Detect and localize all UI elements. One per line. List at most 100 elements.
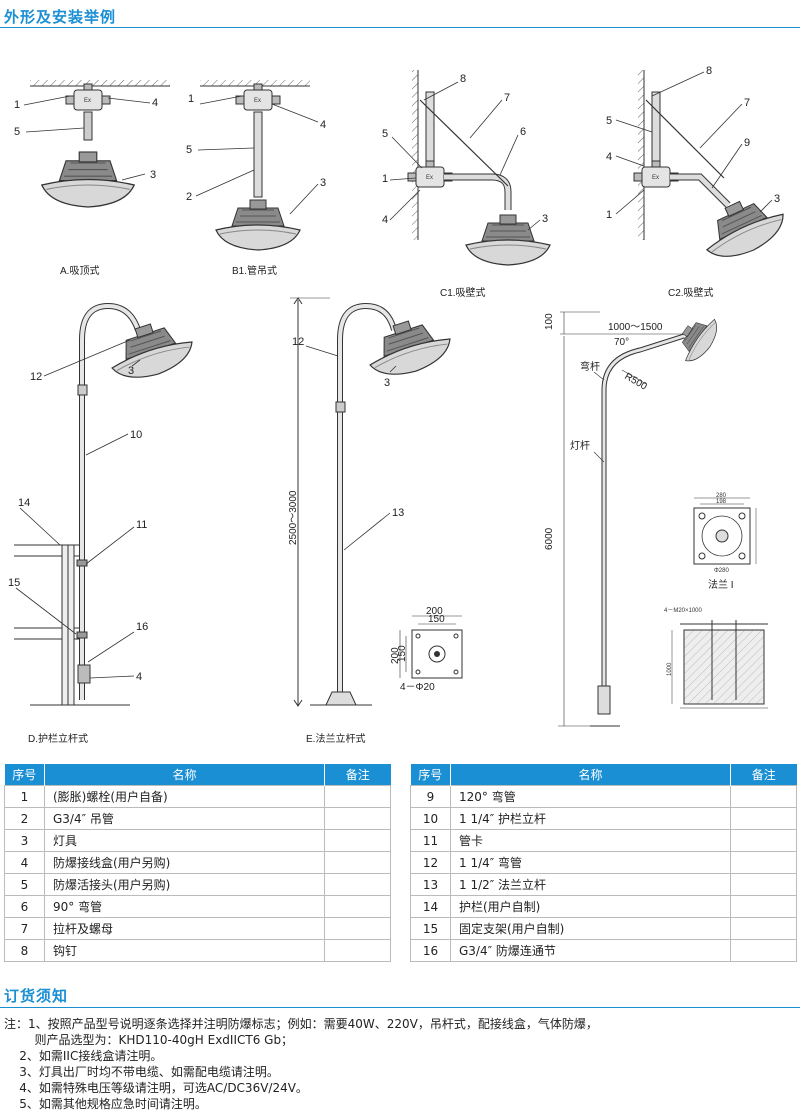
row-no: 16 bbox=[410, 939, 451, 962]
svg-text:7: 7 bbox=[744, 97, 750, 109]
ordering-notes: 注：1、按照产品型号说明逐条选择并注明防爆标志；例如：需要40W、220V，吊杆… bbox=[4, 1016, 598, 1112]
svg-text:4－Φ20: 4－Φ20 bbox=[400, 682, 435, 693]
row-no: 12 bbox=[410, 851, 451, 874]
svg-text:B1.管吊式: B1.管吊式 bbox=[232, 264, 277, 277]
row-remark bbox=[324, 939, 391, 962]
row-name: 固定支架(用户自制) bbox=[450, 917, 731, 940]
row-name: 护栏(用户自制) bbox=[450, 895, 731, 918]
note-line: 5、如需其他规格应急时间请注明。 bbox=[4, 1097, 207, 1111]
svg-text:1: 1 bbox=[382, 173, 388, 185]
svg-text:法兰 I: 法兰 I bbox=[708, 578, 734, 591]
row-remark bbox=[324, 829, 391, 852]
drawing-a-ceiling: 1 4 5 3 A.吸顶式 bbox=[14, 80, 170, 277]
row-remark bbox=[324, 895, 391, 918]
row-name: 120° 弯管 bbox=[450, 785, 731, 808]
svg-text:1000: 1000 bbox=[667, 662, 673, 676]
drawing-d-guardrail-pole: 12 3 10 14 11 15 16 4 D.护栏立杆式 bbox=[8, 302, 199, 745]
row-no: 4 bbox=[4, 851, 45, 874]
row-name: 灯具 bbox=[44, 829, 325, 852]
svg-text:14: 14 bbox=[18, 497, 30, 509]
svg-text:11: 11 bbox=[136, 519, 147, 531]
row-no: 8 bbox=[4, 939, 45, 962]
note-line: 3、灯具出厂时均不带电缆、如需配电缆请注明。 bbox=[4, 1065, 279, 1079]
svg-text:5: 5 bbox=[186, 144, 192, 156]
row-remark bbox=[730, 895, 797, 918]
row-name: G3/4″ 防爆连通节 bbox=[450, 939, 731, 962]
row-no: 9 bbox=[410, 785, 451, 808]
drawing-b1-pipe-pendant: 1 4 5 2 3 B1.管吊式 bbox=[186, 80, 326, 277]
svg-text:3: 3 bbox=[542, 213, 548, 225]
table-row: 1(膨胀)螺栓(用户自备) bbox=[4, 785, 391, 808]
row-name: 管卡 bbox=[450, 829, 731, 852]
row-name: 拉杆及螺母 bbox=[44, 917, 325, 940]
section-divider bbox=[0, 1007, 800, 1008]
header-remark: 备注 bbox=[730, 764, 797, 786]
row-no: 14 bbox=[410, 895, 451, 918]
row-remark bbox=[324, 873, 391, 896]
row-no: 15 bbox=[410, 917, 451, 940]
svg-text:15: 15 bbox=[8, 577, 20, 589]
note-line: 4、如需特殊电压等级请注明，可选AC/DC36V/24V。 bbox=[4, 1081, 308, 1095]
note-line: 2、如需IIC接线盒请注明。 bbox=[4, 1049, 163, 1063]
svg-text:13: 13 bbox=[392, 507, 404, 519]
svg-text:灯杆: 灯杆 bbox=[570, 440, 590, 452]
row-no: 5 bbox=[4, 873, 45, 896]
row-no: 2 bbox=[4, 807, 45, 830]
svg-text:3: 3 bbox=[774, 193, 780, 205]
svg-text:6: 6 bbox=[520, 126, 526, 138]
row-remark bbox=[730, 807, 797, 830]
row-remark bbox=[730, 851, 797, 874]
svg-text:2500～3000: 2500～3000 bbox=[288, 490, 299, 545]
row-no: 6 bbox=[4, 895, 45, 918]
drawing-c2-wall: 8 7 5 9 4 1 3 C2.吸壁式 bbox=[606, 65, 793, 299]
svg-text:280: 280 bbox=[716, 493, 727, 499]
row-name: 钩钉 bbox=[44, 939, 325, 962]
svg-text:70°: 70° bbox=[614, 337, 629, 348]
section-title-appearance: 外形及安装举例 bbox=[4, 8, 117, 26]
svg-text:4: 4 bbox=[606, 151, 612, 163]
svg-text:1: 1 bbox=[606, 209, 612, 221]
svg-text:5: 5 bbox=[14, 126, 20, 138]
row-no: 3 bbox=[4, 829, 45, 852]
row-name: 1 1/4″ 护栏立杆 bbox=[450, 807, 731, 830]
drawing-street-light: 100 6000 1000～1500 70° R500 弯杆 灯杆 280 19… bbox=[544, 308, 768, 727]
svg-text:D.护栏立杆式: D.护栏立杆式 bbox=[28, 732, 88, 745]
svg-text:3: 3 bbox=[128, 365, 134, 377]
row-remark bbox=[730, 873, 797, 896]
row-remark bbox=[324, 785, 391, 808]
svg-text:3: 3 bbox=[150, 169, 156, 181]
svg-text:12: 12 bbox=[292, 336, 304, 348]
svg-text:4: 4 bbox=[320, 119, 326, 131]
svg-text:12: 12 bbox=[30, 371, 42, 383]
row-remark bbox=[324, 851, 391, 874]
svg-text:3: 3 bbox=[384, 377, 390, 389]
installation-drawings: Ex 1 4 5 3 A.吸顶式 1 4 5 2 3 B1.管吊式 bbox=[8, 65, 793, 745]
svg-text:C1.吸壁式: C1.吸壁式 bbox=[440, 286, 486, 299]
row-remark bbox=[730, 785, 797, 808]
svg-text:4－M20×1000: 4－M20×1000 bbox=[664, 608, 703, 614]
svg-text:8: 8 bbox=[460, 73, 466, 85]
svg-text:7: 7 bbox=[504, 92, 510, 104]
header-no: 序号 bbox=[4, 764, 45, 786]
svg-text:4: 4 bbox=[152, 97, 158, 109]
row-name: G3/4″ 吊管 bbox=[44, 807, 325, 830]
svg-text:16: 16 bbox=[136, 621, 148, 633]
note-line: 注：1、按照产品型号说明逐条选择并注明防爆标志；例如：需要40W、220V，吊杆… bbox=[4, 1017, 598, 1031]
drawing-e-flange-pole: 2500～3000 12 3 13 200 150 200 150 4－Φ20 … bbox=[288, 297, 463, 745]
header-remark: 备注 bbox=[324, 764, 391, 786]
note-line: 则产品选型为：KHD110-40gH ExdIICT6 Gb； bbox=[4, 1033, 294, 1047]
svg-text:4: 4 bbox=[136, 671, 142, 683]
svg-text:100: 100 bbox=[544, 313, 555, 330]
row-no: 11 bbox=[410, 829, 451, 852]
svg-text:8: 8 bbox=[706, 65, 712, 77]
